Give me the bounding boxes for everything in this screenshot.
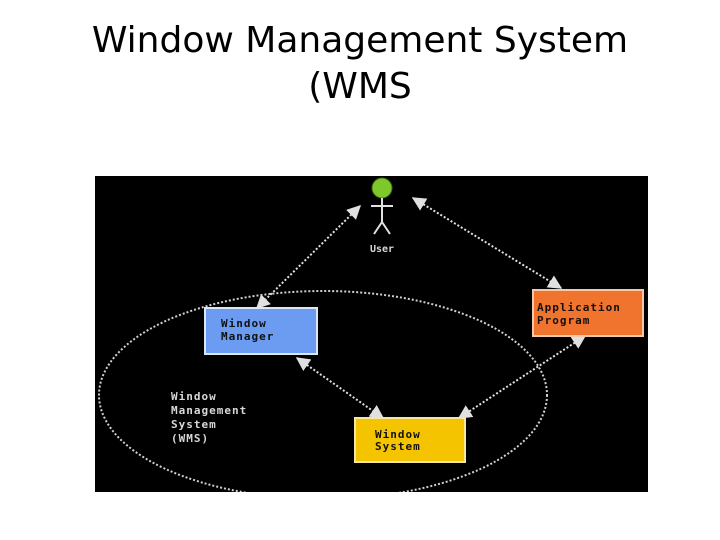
user-actor-icon <box>371 177 393 235</box>
connector-window-manager-window-system <box>295 357 385 419</box>
window-manager-label-line-1: Window <box>221 317 267 330</box>
wms-boundary-label-line-3: System <box>171 418 217 431</box>
connector-user-application-program <box>411 197 563 289</box>
user-actor-label: User <box>370 244 394 255</box>
connector-application-program-window-system <box>457 335 587 419</box>
application-program-label-line-1: Application <box>537 301 621 314</box>
window-system-label-line-2: System <box>375 440 421 453</box>
window-manager-label-line-2: Manager <box>221 330 274 343</box>
wms-diagram-canvas: User Window Manager Application Program … <box>98 177 644 492</box>
slide-title: Window Management System (WMS <box>0 18 720 110</box>
window-manager-box <box>204 307 318 355</box>
slide-title-line-2: (WMS <box>308 66 412 107</box>
wms-boundary-label-line-2: Management <box>171 404 247 417</box>
application-program-box <box>532 289 644 337</box>
wms-boundary-label-line-4: (WMS) <box>171 432 209 445</box>
wms-boundary-label-line-1: Window <box>171 390 217 403</box>
wms-diagram: User Window Manager Application Program … <box>95 176 648 492</box>
window-system-label-line-1: Window <box>375 428 421 441</box>
application-program-label-line-2: Program <box>537 314 590 327</box>
wms-boundary-ellipse <box>98 290 548 492</box>
connector-user-window-manager <box>256 205 361 309</box>
user-actor-head <box>371 177 393 199</box>
slide-title-line-1: Window Management System <box>91 20 629 61</box>
window-system-box <box>354 417 466 463</box>
